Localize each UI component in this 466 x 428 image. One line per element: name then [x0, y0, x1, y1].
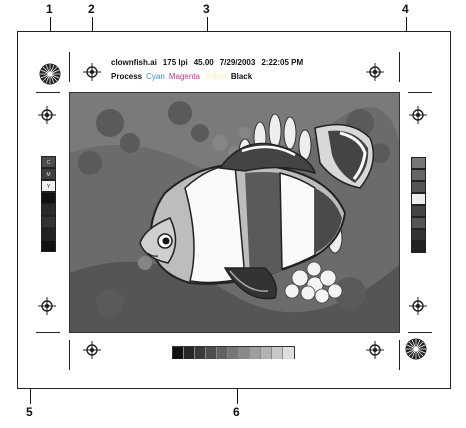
color-patch — [41, 240, 56, 252]
color-bar-left: C M Y — [41, 156, 56, 252]
color-patch — [411, 241, 426, 253]
slug-lpi: 175 lpi — [162, 58, 188, 67]
registration-mark-icon — [83, 63, 101, 81]
crop-mark — [69, 340, 70, 370]
registration-mark-icon — [409, 297, 427, 315]
callout-1: 1 — [46, 2, 53, 16]
slug-time: 2:22:05 PM — [261, 58, 304, 67]
crop-mark — [408, 92, 432, 93]
tint-patch — [173, 347, 184, 359]
crop-mark — [399, 340, 400, 370]
color-patch — [41, 216, 56, 228]
tint-patch — [239, 347, 250, 359]
crop-mark — [36, 92, 60, 93]
registration-mark-icon — [366, 63, 384, 81]
slug-angle: 45.00 — [193, 58, 214, 67]
slug-filename: clownfish.ai — [111, 58, 157, 67]
leader-line-4-stem — [406, 17, 407, 41]
color-patch — [411, 157, 426, 169]
callout-3: 3 — [203, 2, 210, 16]
tint-patch — [272, 347, 283, 359]
color-patch: Y — [41, 180, 56, 192]
tint-patch — [283, 347, 294, 359]
tint-patch — [228, 347, 239, 359]
color-patch: M — [41, 168, 56, 180]
tint-patch — [217, 347, 228, 359]
registration-mark-icon — [409, 106, 427, 124]
slug-plate-yellow: Yellow — [203, 72, 227, 81]
slug-plate-magenta: Magenta — [168, 72, 200, 81]
registration-mark-icon — [366, 341, 384, 359]
crop-mark — [399, 52, 400, 82]
slug-process-label: Process — [111, 72, 143, 81]
tint-patch — [184, 347, 195, 359]
callout-2: 2 — [88, 2, 95, 16]
callout-5: 5 — [26, 405, 33, 419]
crop-mark — [36, 332, 60, 333]
slug-plate-black: Black — [230, 72, 253, 81]
slug-plate-cyan: Cyan — [146, 72, 165, 81]
callout-6: 6 — [233, 405, 240, 419]
color-patch — [411, 181, 426, 193]
color-patch — [411, 169, 426, 181]
slug-info: clownfish.ai 175 lpi 45.00 7/29/2003 2:22:05… — [111, 58, 309, 82]
clownfish-artwork — [69, 92, 400, 333]
registration-mark-icon — [38, 297, 56, 315]
color-bar-right — [411, 157, 426, 253]
color-patch — [411, 205, 426, 217]
slug-line-1: clownfish.ai 175 lpi 45.00 7/29/2003 2:22:05… — [111, 58, 309, 68]
tint-patch — [206, 347, 217, 359]
registration-mark-icon — [83, 341, 101, 359]
color-patch — [41, 192, 56, 204]
color-patch — [41, 204, 56, 216]
slug-date: 7/29/2003 — [219, 58, 256, 67]
tint-bar — [172, 346, 295, 359]
tint-patch — [250, 347, 261, 359]
tint-patch — [261, 347, 272, 359]
star-target-icon — [405, 338, 427, 360]
color-patch — [411, 229, 426, 241]
tint-patch — [195, 347, 206, 359]
crop-mark — [408, 332, 432, 333]
color-patch: C — [41, 156, 56, 168]
star-target-icon — [39, 63, 61, 85]
color-patch — [411, 217, 426, 229]
clownfish-illustration — [70, 93, 399, 332]
registration-mark-icon — [38, 106, 56, 124]
crop-mark — [69, 52, 70, 82]
callout-4: 4 — [402, 2, 409, 16]
color-patch — [411, 193, 426, 205]
color-patch — [41, 228, 56, 240]
